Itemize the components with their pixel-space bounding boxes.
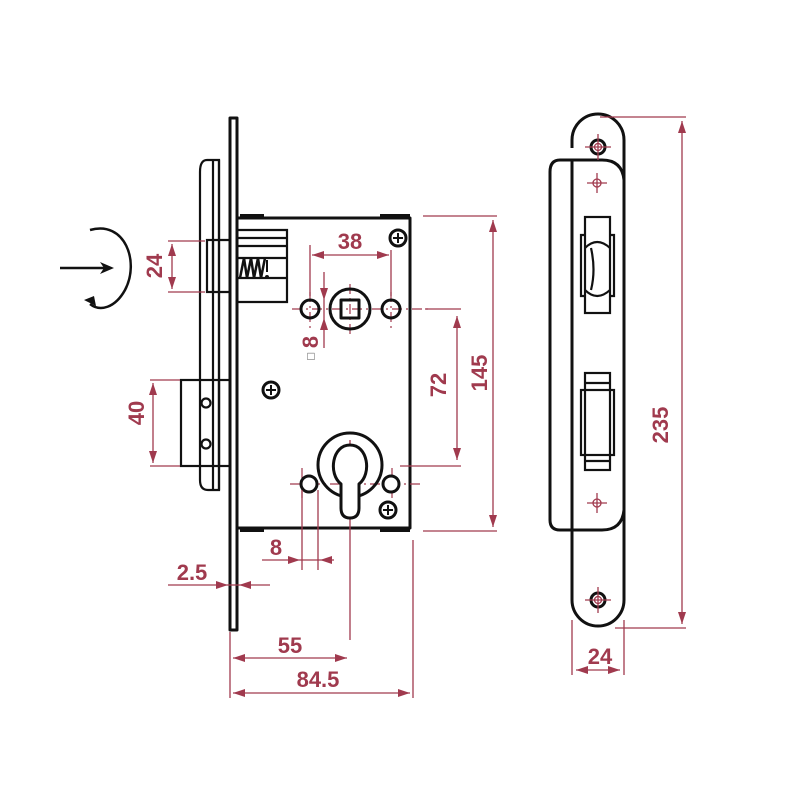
label-case-depth: 84.5 [297, 667, 340, 692]
dimension-case-depth: 84.5 [233, 540, 414, 698]
deadbolt-opening [579, 371, 616, 472]
square-symbol: □ [307, 349, 314, 363]
label-cylinder-hole: 8 [270, 535, 282, 560]
label-case-height: 145 [467, 355, 492, 392]
reversible-latch-rotation-icon [60, 227, 133, 310]
dimension-deadbolt-height: 40 [124, 379, 180, 467]
label-spindle-to-screw: 38 [338, 229, 362, 254]
deadbolt [179, 378, 230, 468]
dimension-cylinder-hole: 8 [262, 490, 334, 570]
phillips-screw-icon [261, 380, 281, 400]
phillips-screw-icon [388, 228, 408, 248]
label-faceplate-width: 24 [588, 644, 613, 669]
lock-case [237, 214, 412, 532]
label-faceplate-thickness: 2.5 [177, 560, 208, 585]
cylinder-cutout [290, 431, 420, 640]
spindle-follower [292, 284, 430, 334]
faceplate-front [198, 116, 239, 632]
label-spindle-square: 8 [298, 336, 323, 348]
dimension-spindle-square: 8 □ [298, 272, 328, 363]
dimension-faceplate-thickness: 2.5 [168, 560, 270, 589]
dimension-faceplate-width: 24 [571, 620, 625, 675]
dimension-latch-height: 24 [142, 240, 205, 293]
dimension-spindle-to-cylinder: 72 [400, 308, 461, 467]
label-spindle-to-cylinder: 72 [426, 373, 451, 397]
dimension-spindle-to-screw: 38 [309, 229, 392, 296]
phillips-screw-icon [378, 500, 398, 520]
dimension-faceplate-height: 235 [600, 116, 686, 629]
latch-opening [579, 215, 616, 315]
faceplate-side [548, 112, 626, 628]
label-backset: 55 [278, 633, 302, 658]
latch-bolt [205, 238, 230, 294]
dimension-backset: 55 [229, 632, 347, 698]
label-faceplate-height: 235 [648, 407, 673, 444]
label-latch-height: 24 [142, 253, 167, 278]
dimension-case-height: 145 [423, 215, 497, 532]
label-deadbolt-height: 40 [124, 401, 149, 425]
